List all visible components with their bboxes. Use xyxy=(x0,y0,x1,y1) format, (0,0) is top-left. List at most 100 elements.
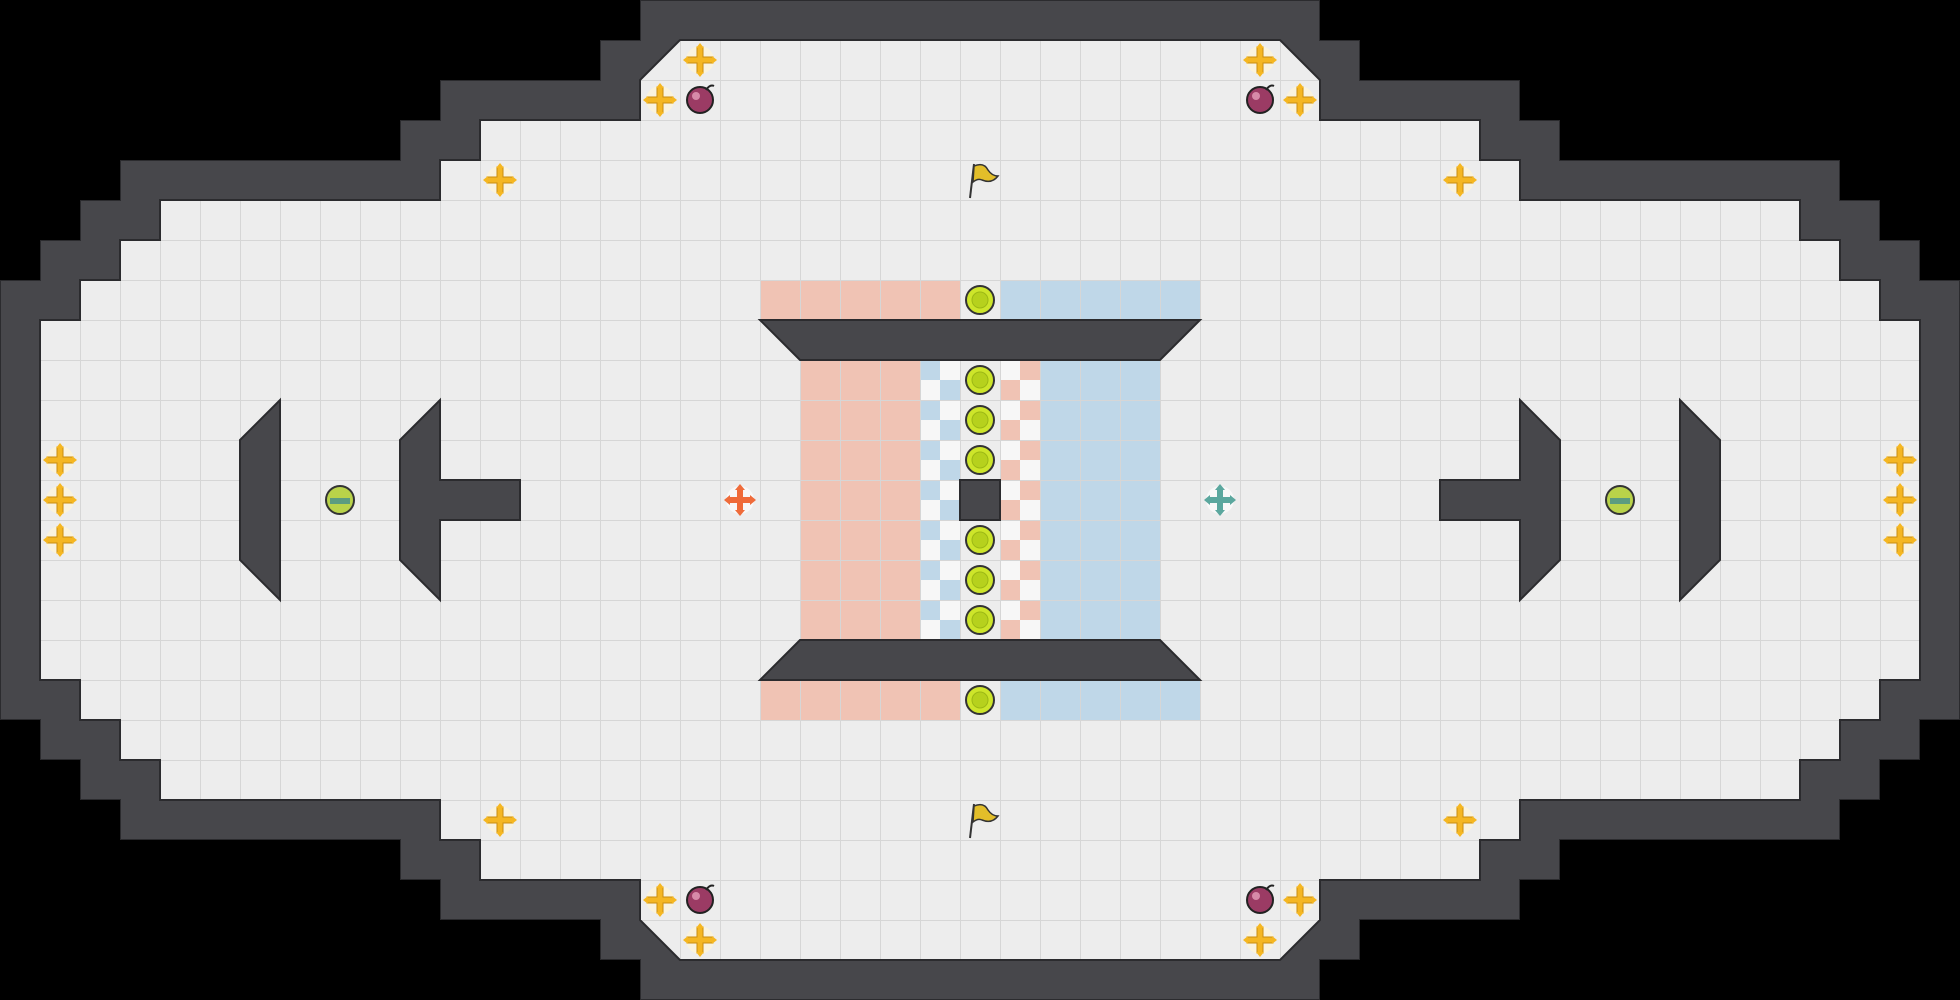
checker-tile-blue xyxy=(920,440,940,460)
checker-tile-blue xyxy=(940,500,960,520)
blue-zone-top xyxy=(1000,280,1200,320)
checker-tile-blue xyxy=(920,460,940,480)
bomb-shine xyxy=(692,892,700,900)
blue-zone-bottom xyxy=(1000,680,1200,720)
powerup-core xyxy=(971,451,989,469)
checker-tile-red xyxy=(1020,560,1040,580)
powerup-icon xyxy=(965,285,995,315)
red-zone-center xyxy=(800,360,920,640)
bomb-body xyxy=(1246,86,1274,114)
bomb-icon xyxy=(1246,884,1275,914)
checker-tile-blue xyxy=(940,560,960,580)
checker-tile-blue xyxy=(920,580,940,600)
checker-tile-red xyxy=(1000,380,1020,400)
checker-tile-blue xyxy=(920,600,940,620)
boost-icon xyxy=(1243,43,1277,77)
powerup-core xyxy=(971,411,989,429)
checker-tile-blue xyxy=(920,620,940,640)
red-zone-bottom xyxy=(760,680,960,720)
boost-icon xyxy=(1883,443,1917,477)
checker-tile-blue xyxy=(920,560,940,580)
checker-tile-red xyxy=(1000,500,1020,520)
checker-tile-red xyxy=(1020,400,1040,420)
bomb-shine xyxy=(692,92,700,100)
checker-tile-red xyxy=(1000,620,1020,640)
checker-tile-red xyxy=(1000,460,1020,480)
checker-tile-blue xyxy=(940,480,960,500)
checker-tile-blue xyxy=(940,520,960,540)
left-bracket-inner xyxy=(399,397,521,603)
portal-band xyxy=(330,498,350,504)
checker-tile-blue xyxy=(940,380,960,400)
right-bracket-outer xyxy=(1679,397,1721,603)
checker-tile-blue xyxy=(920,400,940,420)
boost-icon xyxy=(43,443,77,477)
checker-tile-red xyxy=(1000,520,1020,540)
powerup-icon xyxy=(965,565,995,595)
checker-tile-red xyxy=(1000,560,1020,580)
portal-icon xyxy=(325,485,355,515)
checker-strips xyxy=(920,360,1040,640)
portal-icon xyxy=(1605,485,1635,515)
bomb-body xyxy=(686,886,714,914)
checker-tile-red xyxy=(1020,460,1040,480)
checker-tile-blue xyxy=(940,600,960,620)
powerup-core xyxy=(971,291,989,309)
powerup-core xyxy=(971,531,989,549)
flag-cloth xyxy=(972,163,1000,184)
checker-tile-red xyxy=(1000,360,1020,380)
checker-tile-blue xyxy=(940,620,960,640)
bomb-fuse xyxy=(1265,884,1275,891)
powerup-icon xyxy=(965,525,995,555)
checker-tile-blue xyxy=(920,500,940,520)
boost-icon xyxy=(1243,923,1277,957)
boost-icon xyxy=(1443,163,1477,197)
checker-tile-red xyxy=(1020,380,1040,400)
blue-spawn-icon xyxy=(1204,484,1236,516)
blue-zone-center xyxy=(1040,360,1160,640)
flag-icon xyxy=(969,163,1000,199)
checker-tile-red xyxy=(1000,540,1020,560)
bomb-shine xyxy=(1252,892,1260,900)
bomb-fuse xyxy=(705,884,715,891)
boost-icon xyxy=(1283,883,1317,917)
red-zone-top xyxy=(760,280,960,320)
powerup-icon xyxy=(965,445,995,475)
checker-tile-red xyxy=(1000,600,1020,620)
boost-icon xyxy=(683,43,717,77)
checker-tile-red xyxy=(1020,500,1040,520)
powerup-icon xyxy=(965,405,995,435)
checker-tile-blue xyxy=(920,520,940,540)
checker-tile-red xyxy=(1000,400,1020,420)
checker-tile-blue xyxy=(940,360,960,380)
boost-icon xyxy=(1883,483,1917,517)
powerup-core xyxy=(971,371,989,389)
checker-tile-blue xyxy=(940,460,960,480)
inner-walls xyxy=(239,319,1721,681)
boost-icon xyxy=(643,83,677,117)
red-spawn-icon xyxy=(724,484,756,516)
bomb-body xyxy=(686,86,714,114)
checker-tile-blue xyxy=(940,440,960,460)
powerup-core xyxy=(971,571,989,589)
powerup-core xyxy=(971,691,989,709)
left-bracket-outer xyxy=(239,397,281,603)
checker-tile-red xyxy=(1020,360,1040,380)
checker-tile-blue xyxy=(920,360,940,380)
flag-cloth xyxy=(972,803,1000,824)
checker-tile-red xyxy=(1020,420,1040,440)
portal-band xyxy=(1610,498,1630,504)
checker-tile-red xyxy=(1020,440,1040,460)
checker-tile-blue xyxy=(920,480,940,500)
bomb-fuse xyxy=(705,84,715,91)
checker-tile-blue xyxy=(920,420,940,440)
bomb-icon xyxy=(686,884,715,914)
checker-tile-red xyxy=(1000,440,1020,460)
center-wall-bottom xyxy=(757,639,1203,681)
checker-tile-red xyxy=(1020,600,1040,620)
boost-icon xyxy=(1443,803,1477,837)
powerup-core xyxy=(971,611,989,629)
powerup-icon xyxy=(965,685,995,715)
